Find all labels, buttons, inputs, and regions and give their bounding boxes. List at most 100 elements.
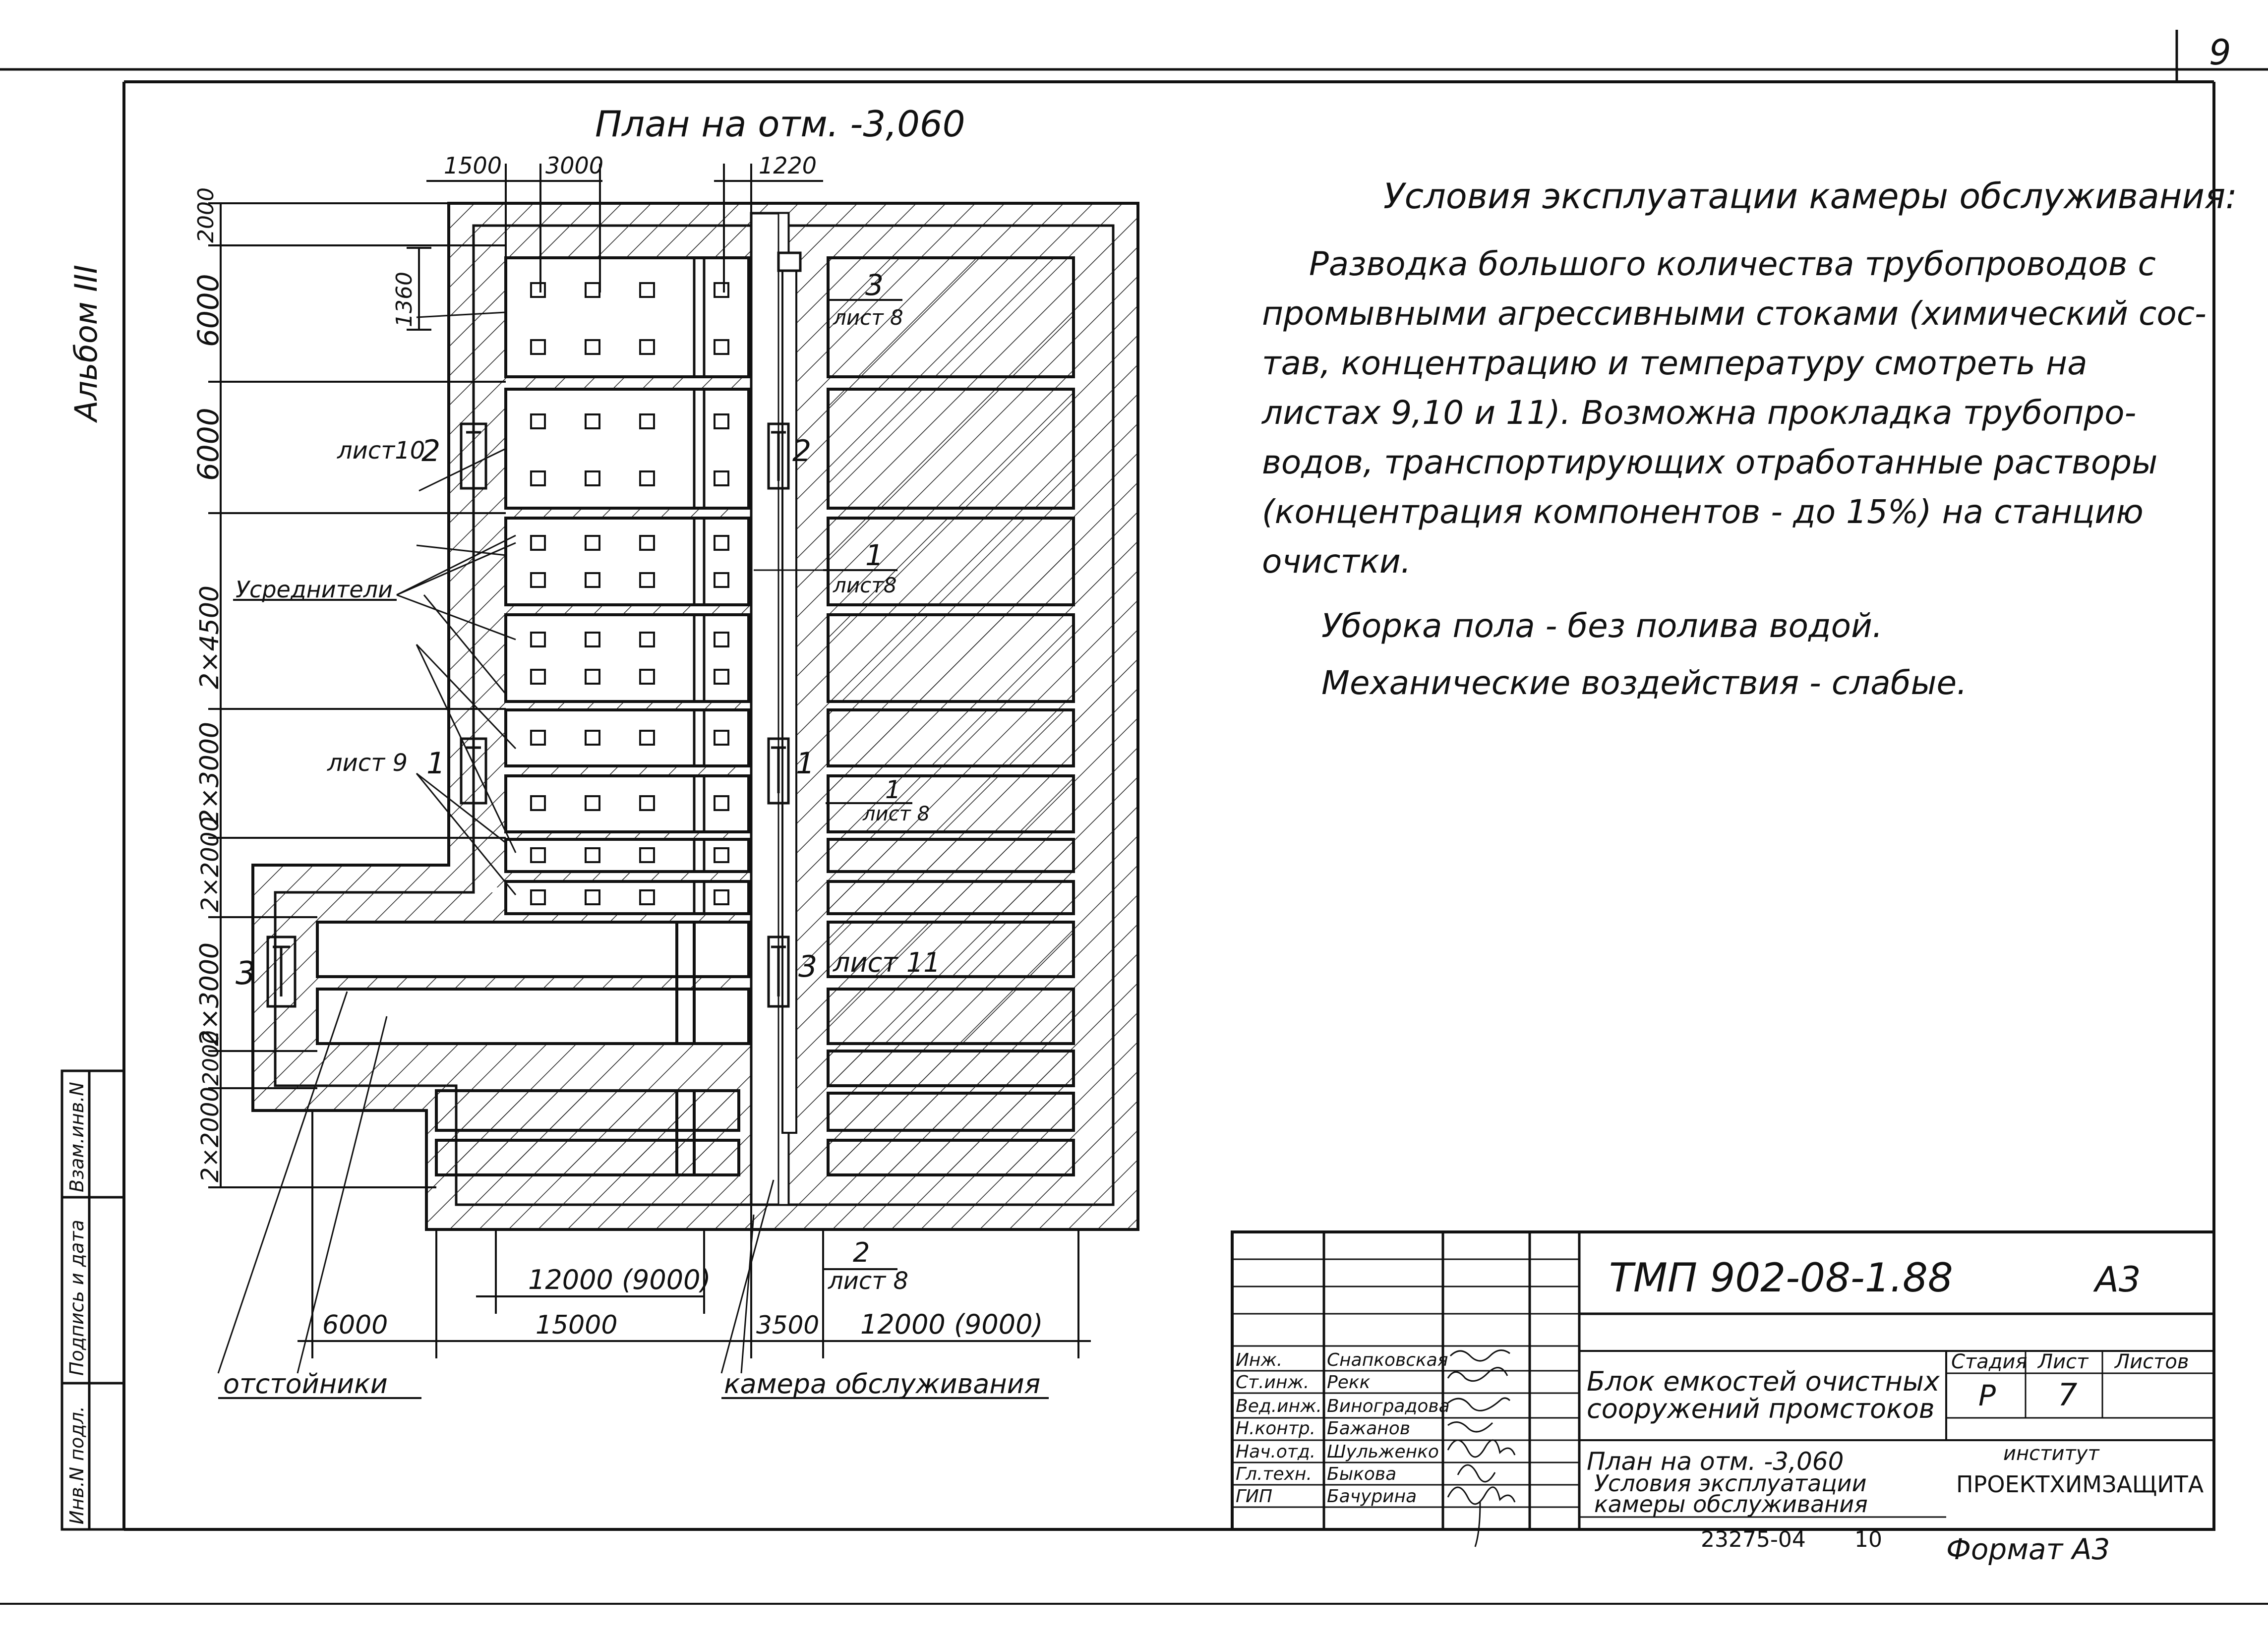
nozzle-square [585, 632, 600, 647]
nozzle-square [639, 669, 655, 685]
title-block-role: Нач.отд. [1236, 1442, 1315, 1462]
nozzle-square [639, 470, 655, 486]
section-mark-2-right: 2 [792, 434, 811, 468]
label-sheet10: лист10 [337, 437, 425, 465]
nozzle-square [530, 470, 546, 486]
notes-line-4: листах 9,10 и 11). Возможна прокладка тр… [1261, 394, 2136, 432]
bottom-dim-3: 3500 [756, 1311, 819, 1340]
top-dimension-chain [426, 164, 823, 297]
nozzle-square [585, 795, 600, 811]
archive-sheet: 10 [1854, 1527, 1882, 1552]
section-mark-1-right: 1 [796, 746, 815, 781]
section-mark-2-left: 2 [421, 434, 440, 468]
left-dim-8: 2000 [198, 1030, 224, 1086]
title-block-name: Бажанов [1327, 1418, 1410, 1439]
doc-format-code: А3 [2093, 1259, 2141, 1300]
side-stamp [60, 1069, 125, 1531]
nozzle-square [585, 413, 600, 429]
notes-line-7: очистки. [1262, 542, 1411, 581]
settler-tanks [316, 921, 750, 1176]
nozzle-square [639, 632, 655, 647]
nozzle-square [530, 282, 546, 298]
plan-title: План на отм. -3,060 [595, 103, 965, 145]
nozzle-square [714, 795, 729, 811]
doc-code: ТМП 902-08-1.88 [1609, 1255, 1953, 1301]
left-dim-3: 6000 [191, 408, 225, 481]
bottom-dim-4: 12000 (9000) [860, 1309, 1043, 1340]
nozzle-square [530, 535, 546, 551]
stage-label: Стадия [1951, 1350, 2027, 1373]
object-title-line-2: сооружений промстоков [1587, 1393, 1935, 1424]
notes-mechanical: Механические воздействия - слабые. [1321, 664, 1967, 702]
label-sheet9: лист 9 [327, 749, 408, 777]
section-mark-3-left: 3 [236, 955, 256, 992]
sheet-frame [0, 30, 2268, 1605]
nozzle-square [530, 339, 546, 355]
label-service-chamber: камера обслуживания [724, 1368, 1040, 1400]
nozzle-square [714, 282, 729, 298]
notes-line-3: тав, концентрацию и температуру смотреть… [1262, 344, 2088, 382]
title-block-role: Вед.инж. [1236, 1396, 1322, 1416]
nozzle-square [585, 470, 600, 486]
title-block-grid [1231, 1230, 2215, 1531]
nozzle-square [585, 339, 600, 355]
format-label: Формат А3 [1946, 1532, 2110, 1566]
section-mark-1-left: 1 [426, 746, 445, 781]
notes-line-2: промывными агрессивными стоками (химичес… [1262, 294, 2207, 333]
title-block-name: Бачурина [1327, 1486, 1417, 1507]
nozzle-square [585, 572, 600, 588]
label-averagers: Усреднители [236, 576, 393, 603]
sheet-value: 7 [2058, 1377, 2077, 1413]
nozzle-square [639, 847, 655, 863]
nozzle-square [714, 730, 729, 746]
title-block-role: ГИП [1236, 1486, 1272, 1507]
nozzle-square [639, 889, 655, 905]
section-cut-marks [266, 422, 790, 1008]
section-ref-1-sheet: лист 8 [833, 305, 903, 330]
top-dim-2: 3000 [545, 152, 603, 179]
nozzle-square [585, 730, 600, 746]
left-dim-1: 2000 [193, 187, 219, 243]
section-mark-3-right: 3 [798, 949, 817, 984]
nozzle-square [585, 535, 600, 551]
nozzle-square [530, 889, 546, 905]
nozzle-square [530, 847, 546, 863]
nozzle-square [714, 632, 729, 647]
title-block-role: Гл.техн. [1236, 1464, 1312, 1484]
left-dim-labels: 2000 6000 6000 2×4500 2×3000 2×2000 2×30… [191, 187, 417, 1182]
sheet-title-line-1: План на отм. -3,060 [1587, 1447, 1844, 1476]
title-block-name: Снапковская [1327, 1350, 1448, 1370]
nozzle-square [714, 339, 729, 355]
archive-number: 23275-04 [1701, 1527, 1806, 1552]
section-ref-4-num: 2 [853, 1237, 870, 1268]
org-label: институт [2003, 1442, 2100, 1465]
left-dim-6: 2×2000 [196, 817, 224, 912]
nozzle-square [530, 572, 546, 588]
org-name: ПРОЕКТХИМЗАЩИТА [1956, 1471, 2204, 1498]
title-block-name: Быкова [1327, 1464, 1396, 1484]
title-block-role: Н.контр. [1236, 1418, 1315, 1439]
left-dim-4: 2×4500 [195, 585, 225, 689]
notes-line-5: водов, транспортирующих отработанные рас… [1262, 443, 2157, 481]
title-block-roles: Инж.Ст.инж.Вед.инж.Н.контр.Нач.отд.Гл.те… [1236, 1350, 1450, 1507]
top-dim-3: 1220 [759, 152, 817, 179]
nozzle-square [585, 847, 600, 863]
nozzle-square [639, 535, 655, 551]
nozzle-square [639, 572, 655, 588]
nozzle-square [639, 795, 655, 811]
section-ref-lines [823, 299, 912, 1270]
bottom-dim-1: 6000 [322, 1310, 388, 1340]
bottom-dimension-chain [298, 1111, 1091, 1358]
averager-tanks [504, 256, 750, 915]
title-block-role: Ст.инж. [1236, 1372, 1309, 1393]
sheets-label: Листов [2114, 1350, 2189, 1373]
nozzle-square [530, 632, 546, 647]
left-dim-2: 6000 [191, 274, 225, 347]
sheet-title-line-2: Условия эксплуатации [1594, 1470, 1866, 1497]
title-block-name: Виноградова [1327, 1396, 1450, 1416]
averager-partitions [693, 258, 706, 914]
nozzle-square [714, 847, 729, 863]
small-dim: 1360 [392, 272, 417, 327]
bottom-dim-2: 15000 [536, 1310, 617, 1340]
